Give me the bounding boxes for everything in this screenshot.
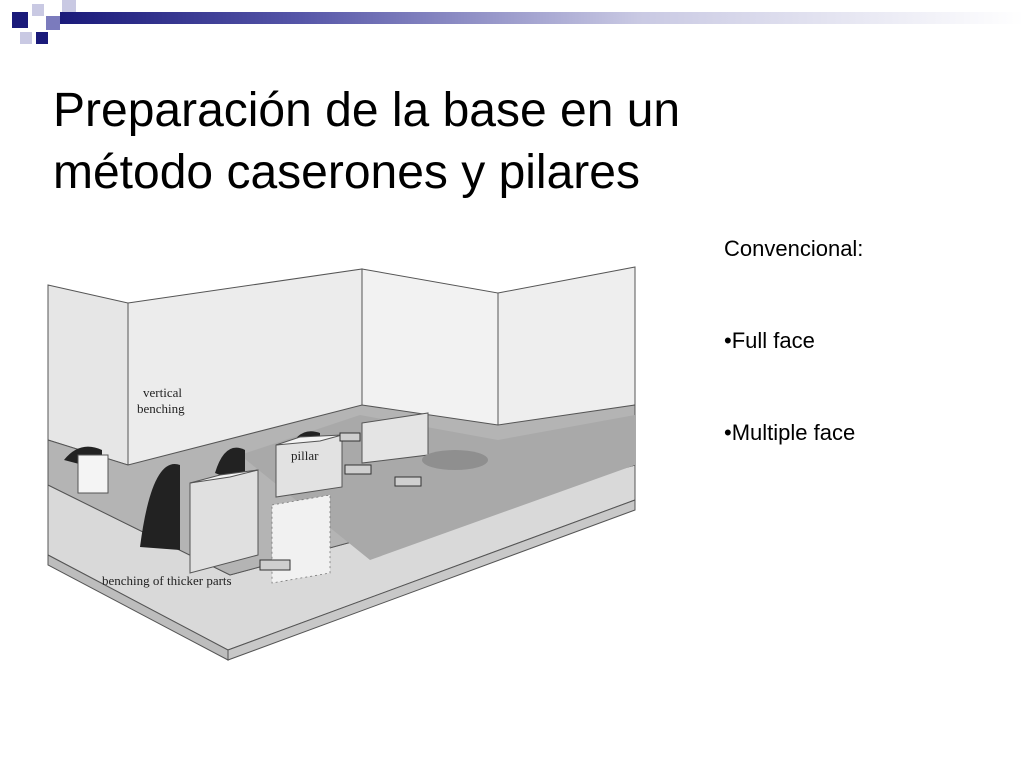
title-rule	[60, 12, 1024, 24]
bullet-item: •Multiple face	[724, 420, 856, 445]
label-benching: benching	[137, 401, 185, 416]
decor-square	[32, 4, 44, 16]
title-line: método caserones y pilares	[53, 146, 640, 199]
decor-square	[20, 32, 32, 44]
room-and-pillar-illustration: vertical benching pillar benching of thi…	[47, 266, 636, 661]
title-line: Preparación de la base en un	[53, 84, 681, 137]
label-thicker: benching of thicker parts	[102, 573, 232, 588]
label-pillar: pillar	[291, 448, 319, 463]
mine-diagram: vertical benching pillar benching of thi…	[40, 255, 650, 665]
decor-square	[12, 12, 28, 28]
decor-square	[62, 0, 76, 14]
label-vertical: vertical	[143, 385, 182, 400]
page-title: Preparación de la base en un método case…	[53, 80, 953, 204]
title-decoration	[0, 0, 1024, 60]
decor-square	[36, 32, 48, 44]
decor-square	[46, 16, 60, 30]
panel-heading: Convencional:	[724, 236, 864, 261]
bullet-item: •Full face	[724, 328, 815, 353]
